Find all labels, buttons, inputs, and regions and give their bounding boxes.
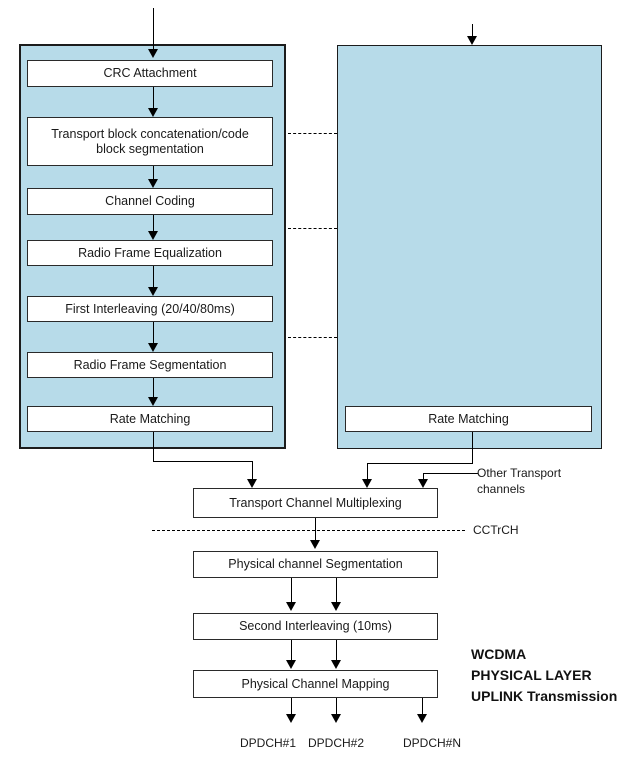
- flow-line: [367, 463, 473, 464]
- process-box-channel-coding: Channel Coding: [27, 188, 273, 215]
- dashed-connector: [288, 133, 337, 134]
- output-label-dpdchn: DPDCH#N: [403, 736, 462, 750]
- flow-arrowhead: [310, 540, 320, 549]
- flow-line: [153, 266, 154, 289]
- flow-arrowhead: [286, 602, 296, 611]
- flow-line: [336, 698, 337, 715]
- flow-line: [153, 378, 154, 399]
- flow-arrowhead: [148, 108, 158, 117]
- flow-arrowhead: [148, 397, 158, 406]
- input-arrowhead-left: [148, 49, 158, 58]
- process-box-radio-frame-equalization: Radio Frame Equalization: [27, 240, 273, 266]
- flow-arrowhead: [331, 602, 341, 611]
- flow-line: [153, 166, 154, 181]
- flow-arrowhead: [418, 479, 428, 488]
- output-label-dpdch1: DPDCH#1: [240, 736, 297, 750]
- output-label-dpdch2: DPDCH#2: [308, 736, 365, 750]
- cctrch-dashed-line: [152, 530, 465, 531]
- flow-line: [472, 432, 473, 464]
- flow-arrowhead: [148, 179, 158, 188]
- flow-line: [153, 215, 154, 233]
- process-box-second-interleaving: Second Interleaving (10ms): [193, 613, 438, 640]
- input-arrow-line-right: [472, 24, 473, 37]
- flow-line: [315, 518, 316, 541]
- input-arrowhead-right: [467, 36, 477, 45]
- dashed-connector: [288, 337, 337, 338]
- flow-arrowhead: [148, 231, 158, 240]
- flow-arrowhead: [331, 714, 341, 723]
- flow-line: [153, 461, 253, 462]
- flow-line: [153, 87, 154, 110]
- flow-arrowhead: [148, 287, 158, 296]
- flow-arrowhead: [362, 479, 372, 488]
- flow-arrowhead: [417, 714, 427, 723]
- flow-arrowhead: [247, 479, 257, 488]
- flow-line: [336, 578, 337, 603]
- flow-line: [423, 473, 478, 474]
- flow-line: [367, 463, 368, 480]
- other-transport-channels-label: Other Transport channels: [477, 466, 562, 496]
- process-box-physical-channel-mapping: Physical Channel Mapping: [193, 670, 438, 698]
- right-transport-channel-container: [337, 45, 602, 449]
- process-box-transport-block-concat: Transport block concatenation/code block…: [27, 117, 273, 166]
- diagram-title-annotation: WCDMA PHYSICAL LAYER UPLINK Transmission: [471, 646, 618, 704]
- process-box-rate-matching-left: Rate Matching: [27, 406, 273, 432]
- process-box-transport-channel-multiplexing: Transport Channel Multiplexing: [193, 488, 438, 518]
- process-box-rate-matching-right: Rate Matching: [345, 406, 592, 432]
- flow-line: [153, 432, 154, 462]
- input-arrow-line-left: [153, 8, 154, 50]
- flow-arrowhead: [148, 343, 158, 352]
- flow-line: [291, 578, 292, 603]
- flow-line: [336, 640, 337, 661]
- flow-arrowhead: [331, 660, 341, 669]
- cctrch-label: CCTrCH: [473, 523, 519, 537]
- process-box-radio-frame-segmentation: Radio Frame Segmentation: [27, 352, 273, 378]
- process-box-physical-channel-segmentation: Physical channel Segmentation: [193, 551, 438, 578]
- flow-line: [422, 698, 423, 715]
- dashed-connector: [288, 228, 337, 229]
- flow-arrowhead: [286, 660, 296, 669]
- flow-line: [252, 461, 253, 480]
- flow-line: [291, 640, 292, 661]
- process-box-crc-attachment: CRC Attachment: [27, 60, 273, 87]
- process-box-first-interleaving: First Interleaving (20/40/80ms): [27, 296, 273, 322]
- flow-line: [153, 322, 154, 345]
- flow-line: [423, 473, 424, 480]
- flow-line: [291, 698, 292, 715]
- flow-arrowhead: [286, 714, 296, 723]
